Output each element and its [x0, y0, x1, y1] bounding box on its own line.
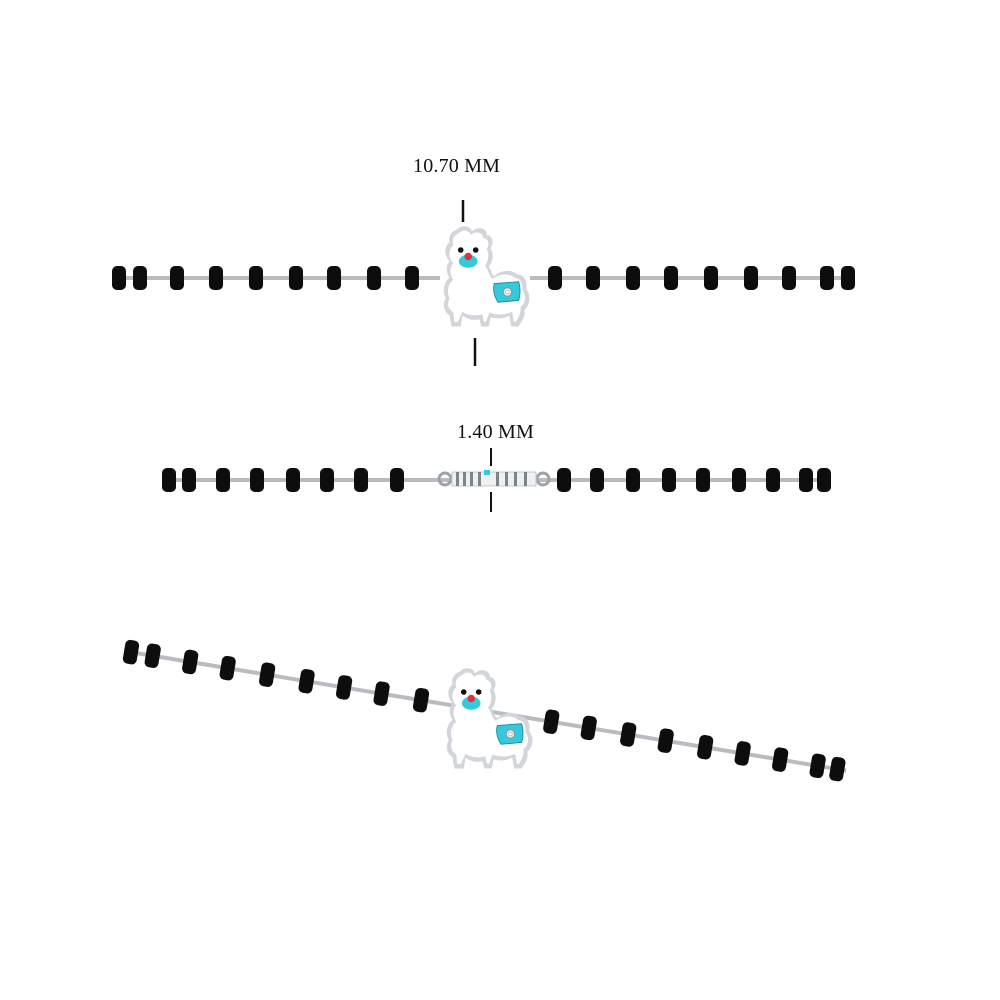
- bead-icon: [112, 266, 855, 290]
- llama-charm-icon: [443, 225, 530, 328]
- height-dimension-label: 10.70 MM: [413, 155, 501, 177]
- angled-view-bracelet: [122, 639, 847, 782]
- llama-charm-icon: [446, 667, 533, 770]
- front-view-bracelet: [112, 200, 855, 366]
- thickness-dimension-label: 1.40 MM: [457, 421, 534, 443]
- side-view-bracelet: [162, 448, 831, 512]
- bead-icon: [122, 639, 846, 782]
- charm-side-profile: [451, 470, 537, 487]
- jump-ring-icon: [437, 471, 453, 487]
- bead-icon: [162, 468, 831, 492]
- jump-ring-icon: [535, 471, 551, 487]
